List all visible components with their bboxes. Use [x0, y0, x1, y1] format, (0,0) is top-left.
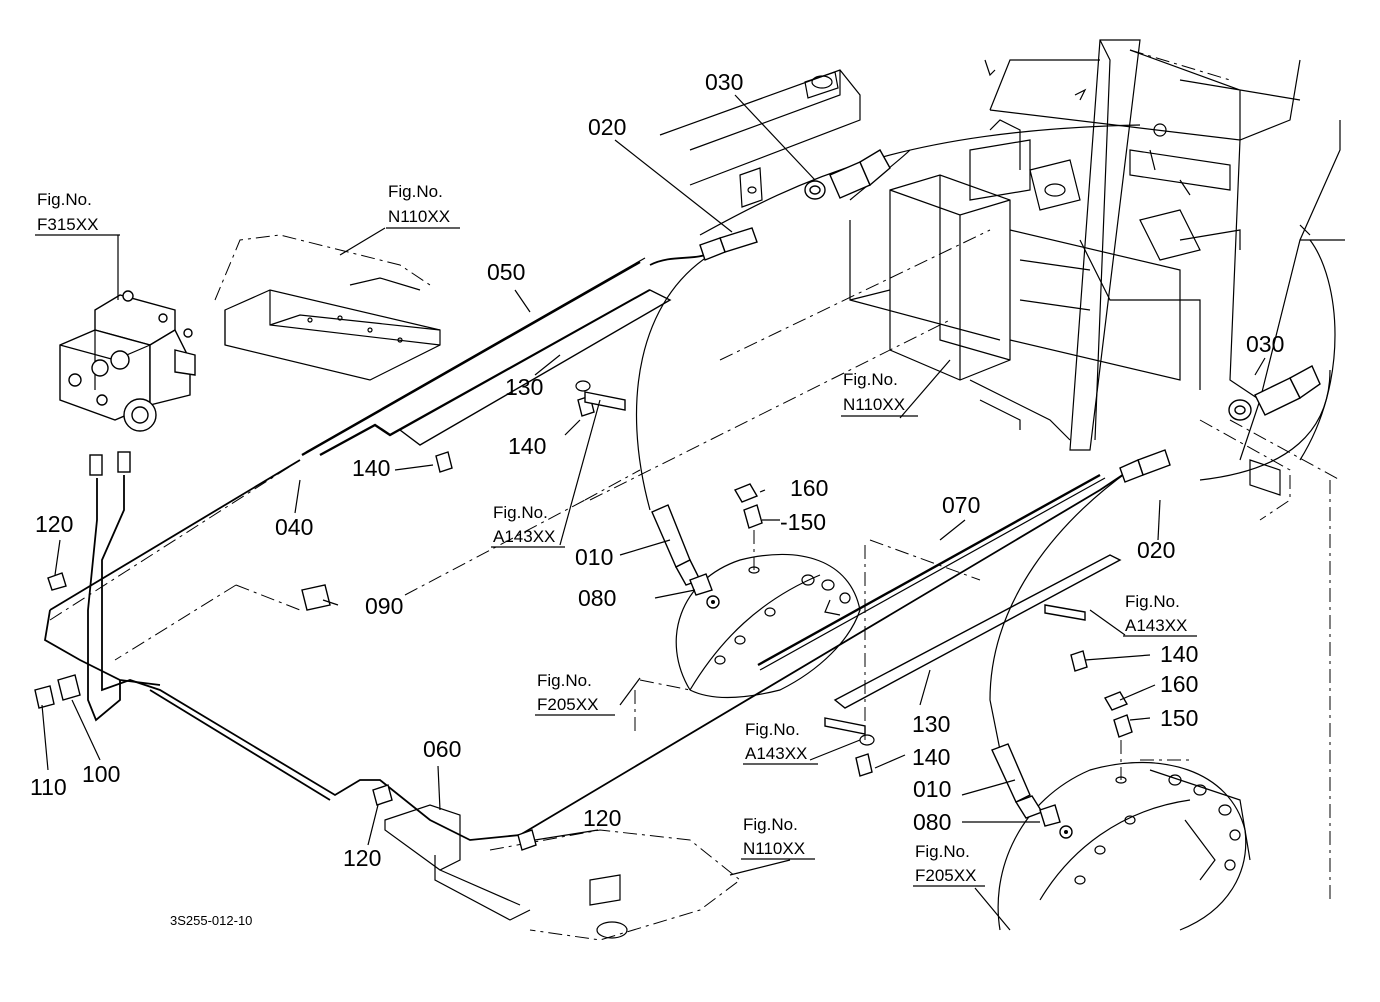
figref-n110xx-top-left: Fig.No. N110XX: [386, 182, 460, 229]
part-140-right: 140: [1160, 641, 1198, 667]
figref-f205xx-left: Fig.No. F205XX: [535, 671, 615, 716]
svg-text:Fig.No.: Fig.No.: [1125, 592, 1180, 611]
figref-a143xx-right: Fig.No. A143XX: [1123, 592, 1197, 637]
part-150-upper: -150: [780, 509, 826, 535]
svg-text:N110XX: N110XX: [743, 839, 805, 858]
part-010-left: 010: [575, 544, 613, 570]
part-090: 090: [365, 593, 403, 619]
part-120-bottom-right: 120: [583, 805, 621, 831]
part-number-labels: 030 020 050 130 140 140 040 120 010 080 …: [30, 69, 1284, 871]
svg-text:Fig.No.: Fig.No.: [493, 503, 548, 522]
part-010-right: 010: [913, 776, 951, 802]
figref-f315xx: Fig.No. F315XX: [35, 190, 120, 236]
part-020-right: 020: [1137, 537, 1175, 563]
control-valve-drawing: [59, 290, 196, 476]
part-080-left: 080: [578, 585, 616, 611]
svg-text:F205XX: F205XX: [537, 695, 598, 714]
part-130-upper: 130: [505, 374, 543, 400]
part-040: 040: [275, 514, 313, 540]
floor-plate-bottom-drawing: [384, 804, 741, 941]
svg-text:A143XX: A143XX: [745, 744, 807, 763]
svg-text:Fig.No.: Fig.No.: [743, 815, 798, 834]
figref-a143xx-upper: Fig.No. A143XX: [491, 503, 565, 548]
part-030-upper: 030: [705, 69, 743, 95]
svg-text:N110XX: N110XX: [843, 395, 905, 414]
part-050: 050: [487, 259, 525, 285]
part-140-lower: 140: [912, 744, 950, 770]
part-020-upper: 020: [588, 114, 626, 140]
part-080-right: 080: [913, 809, 951, 835]
svg-text:Fig.No.: Fig.No.: [537, 671, 592, 690]
pipe-lines: [44, 124, 1336, 841]
part-150-lower: 150: [1160, 705, 1198, 731]
part-110: 110: [30, 774, 67, 800]
part-100: 100: [82, 761, 120, 787]
svg-text:Fig.No.: Fig.No.: [915, 842, 970, 861]
figure-references: Fig.No. F315XX Fig.No. N110XX Fig.No. N1…: [35, 182, 1197, 887]
part-060: 060: [423, 736, 461, 762]
wheel-hub-right-drawing: [997, 759, 1251, 931]
svg-text:Fig.No.: Fig.No.: [745, 720, 800, 739]
figref-a143xx-lower: Fig.No. A143XX: [743, 720, 818, 765]
svg-text:N110XX: N110XX: [388, 207, 450, 226]
tractor-frame-drawing: [659, 39, 1345, 900]
part-140-upper-left: 140: [352, 455, 390, 481]
part-160-lower: 160: [1160, 671, 1198, 697]
part-140-upper-right: 140: [508, 433, 546, 459]
svg-text:A143XX: A143XX: [493, 527, 555, 546]
svg-text:A143XX: A143XX: [1125, 616, 1187, 635]
svg-text:F315XX: F315XX: [37, 215, 98, 234]
wheel-hub-left-drawing: [675, 553, 861, 699]
drawing-code: 3S255-012-10: [170, 913, 252, 928]
part-120-left: 120: [35, 511, 73, 537]
figref-f205xx-right: Fig.No. F205XX: [913, 842, 985, 887]
svg-text:F205XX: F205XX: [915, 866, 976, 885]
svg-text:Fig.No.: Fig.No.: [37, 190, 92, 209]
part-130-lower: 130: [912, 711, 950, 737]
part-160-upper: 160: [790, 475, 828, 501]
leader-lines: [41, 94, 1266, 931]
floor-plate-drawing: [214, 234, 441, 381]
svg-text:Fig.No.: Fig.No.: [843, 370, 898, 389]
part-070: 070: [942, 492, 980, 518]
figref-n110xx-bottom: Fig.No. N110XX: [741, 815, 815, 860]
part-030-right: 030: [1246, 331, 1284, 357]
part-120-bottom-left: 120: [343, 845, 381, 871]
svg-text:Fig.No.: Fig.No.: [388, 182, 443, 201]
fittings: [34, 149, 1321, 851]
figref-n110xx-center: Fig.No. N110XX: [841, 370, 918, 417]
